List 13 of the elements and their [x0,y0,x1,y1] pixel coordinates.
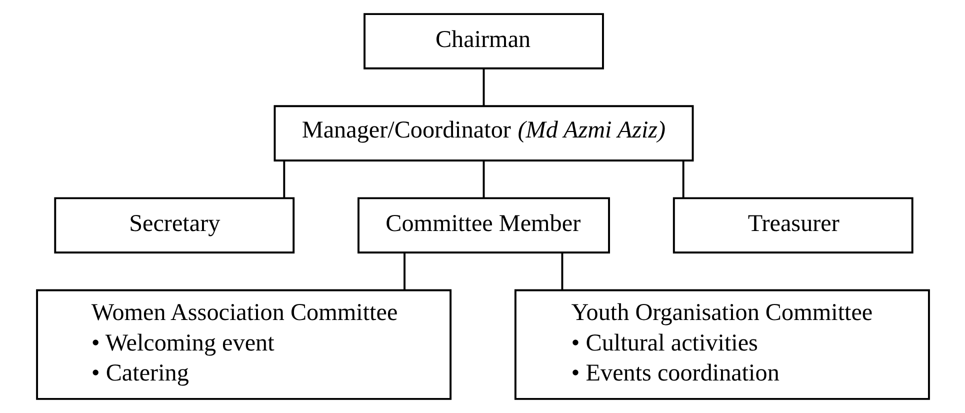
node-box: Youth Organisation Committee • Cultural activities • Events coordination [514,289,930,400]
node-box: Chairman [363,13,604,70]
connector [403,253,405,290]
node-box: Women Association Committee • Welcoming event • Catering [36,289,452,400]
node-box: Treasurer [672,197,913,254]
node-box: Secretary [54,197,294,254]
connector [482,160,484,198]
connector [482,68,484,106]
connector [560,253,563,290]
connector [682,160,684,198]
node-box: Committee Member [357,197,610,254]
node-box: Manager/Coordinator (Md Azmi Aziz) [273,105,694,162]
connector [282,160,285,198]
